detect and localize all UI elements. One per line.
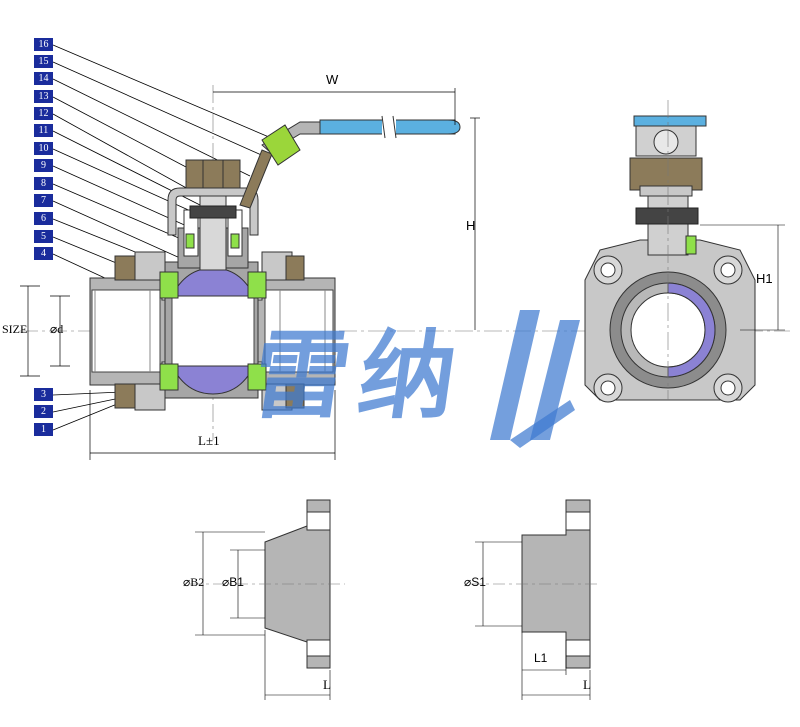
part-number-9: 9 — [34, 159, 53, 172]
dim-size-label: SIZE — [2, 322, 28, 336]
dim-h1-label: H1 — [756, 271, 773, 286]
valve-side-view — [584, 100, 785, 403]
valve-front-section — [20, 85, 790, 440]
part-number-4: 4 — [34, 247, 53, 260]
dim-d-label: ⌀d — [50, 322, 64, 336]
part-number-13: 13 — [34, 90, 53, 103]
dim-l-right-label: L — [583, 677, 591, 692]
part-number-7: 7 — [34, 194, 53, 207]
part-number-16: 16 — [34, 38, 53, 51]
part-number-5: 5 — [34, 230, 53, 243]
dim-l-left-label: L — [323, 677, 331, 692]
end-cap-detail-right — [470, 499, 600, 700]
watermark-logo-text: 雷纳 — [245, 320, 474, 432]
dim-h-label: H — [466, 218, 476, 233]
dim-w-label: W — [326, 72, 339, 87]
dim-l-tol-label: L±1 — [198, 433, 220, 448]
part-number-10: 10 — [34, 142, 53, 155]
part-number-2: 2 — [34, 405, 53, 418]
dim-l1-label: L1 — [534, 651, 548, 665]
part-number-12: 12 — [34, 107, 53, 120]
part-number-15: 15 — [34, 55, 53, 68]
part-number-11: 11 — [34, 124, 53, 137]
part-number-1: 1 — [34, 423, 53, 436]
leader-lines — [52, 44, 277, 431]
dimension-lines-front — [20, 88, 480, 460]
part-number-3: 3 — [34, 388, 53, 401]
dim-b2-label: ⌀B2 — [183, 575, 205, 589]
part-number-14: 14 — [34, 72, 53, 85]
end-cap-detail-left — [190, 499, 345, 700]
part-number-6: 6 — [34, 212, 53, 225]
dim-s1-label: ⌀S1 — [464, 575, 486, 589]
dim-b1-label: ⌀B1 — [222, 575, 244, 589]
watermark-logo-mark — [480, 300, 600, 450]
part-number-8: 8 — [34, 177, 53, 190]
